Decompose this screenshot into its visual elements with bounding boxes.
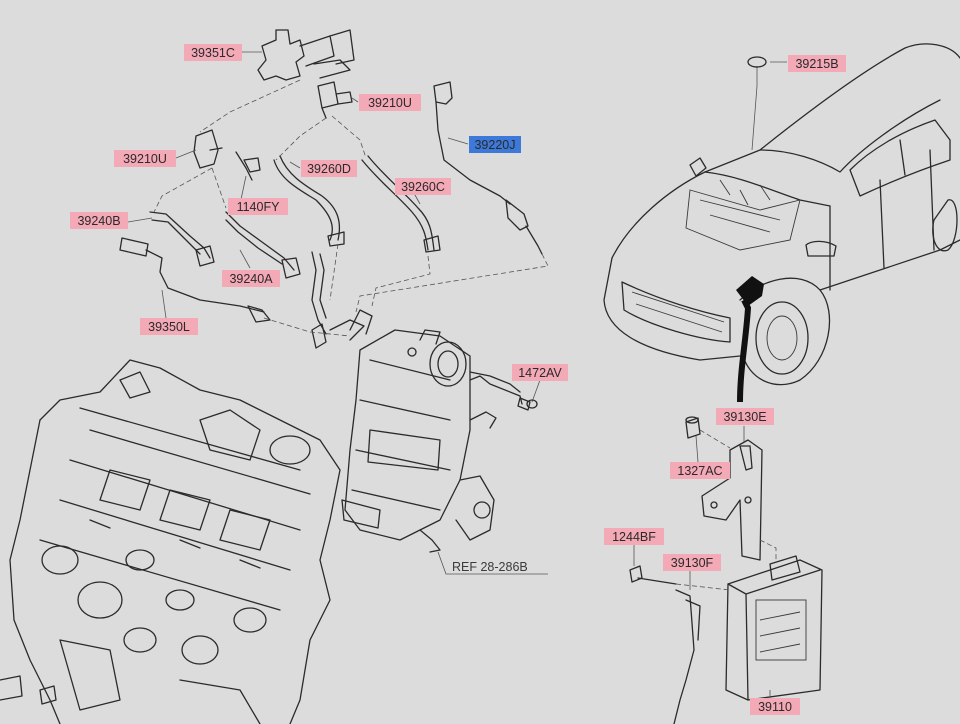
hardware-parts xyxy=(526,56,767,409)
engine-block xyxy=(0,359,341,724)
part-number-text: 39130F xyxy=(671,556,714,570)
part-label-background xyxy=(222,270,280,287)
part-number-text: 39240B xyxy=(77,214,120,228)
part-label-background xyxy=(114,150,176,167)
part-label-background xyxy=(604,528,664,545)
part-number-text: 39110 xyxy=(758,700,792,714)
part-label-39351c[interactable]: 39351C xyxy=(184,44,242,61)
part-label-background xyxy=(359,94,421,111)
part-number-text: 39350L xyxy=(148,320,190,334)
part-label-background xyxy=(663,554,721,571)
reference-label[interactable]: REF 28-286B xyxy=(452,560,528,574)
ecu-assembly xyxy=(629,416,823,724)
part-label-39110[interactable]: 39110 xyxy=(750,698,800,715)
part-number-text: 39220J xyxy=(474,138,515,152)
part-label-39215b[interactable]: 39215B xyxy=(788,55,846,72)
label-leaders xyxy=(127,51,787,700)
part-number-text: 39260C xyxy=(401,180,445,194)
part-number-text: 39210U xyxy=(368,96,412,110)
part-label-background xyxy=(469,136,521,153)
part-label-39130e[interactable]: 39130E xyxy=(716,408,774,425)
part-number-text: 39240A xyxy=(229,272,273,286)
vehicle-drawing xyxy=(603,43,960,403)
part-number-text: 1244BF xyxy=(612,530,656,544)
part-labels: 39351C 39210U 39210U 39220J 39260D 39260C 1140… xyxy=(70,44,846,715)
part-label-39210u-top[interactable]: 39210U xyxy=(359,94,421,111)
part-label-39210u-left[interactable]: 39210U xyxy=(114,150,176,167)
part-label-1244bf[interactable]: 1244BF xyxy=(604,528,664,545)
part-label-background xyxy=(750,698,800,715)
part-label-1472av[interactable]: 1472AV xyxy=(512,364,568,381)
part-label-background xyxy=(512,364,568,381)
part-label-background xyxy=(70,212,128,229)
part-label-background xyxy=(228,198,288,215)
part-label-background xyxy=(140,318,198,335)
part-number-text: 39260D xyxy=(307,162,351,176)
part-label-39240b[interactable]: 39240B xyxy=(70,212,128,229)
part-label-39260d[interactable]: 39260D xyxy=(301,160,357,177)
part-number-text: 39130E xyxy=(723,410,766,424)
catalytic-converter xyxy=(311,309,531,553)
part-label-39130f[interactable]: 39130F xyxy=(663,554,721,571)
part-label-39260c[interactable]: 39260C xyxy=(395,178,451,195)
part-label-39220j[interactable]: 39220J xyxy=(469,136,521,153)
part-number-text: 1472AV xyxy=(518,366,562,380)
part-number-text: 1327AC xyxy=(677,464,722,478)
part-number-text: 39210U xyxy=(123,152,167,166)
part-number-text: 39351C xyxy=(191,46,235,60)
part-number-text: 39215B xyxy=(795,57,838,71)
part-number-text: 1140FY xyxy=(237,200,281,214)
part-label-background xyxy=(395,178,451,195)
sensor-harness xyxy=(119,29,777,591)
part-label-1327ac[interactable]: 1327AC xyxy=(670,462,730,479)
part-label-1140fy[interactable]: 1140FY xyxy=(228,198,288,215)
part-label-background xyxy=(788,55,846,72)
part-label-background xyxy=(716,408,774,425)
part-label-background xyxy=(184,44,242,61)
part-label-39240a[interactable]: 39240A xyxy=(222,270,280,287)
part-label-background xyxy=(301,160,357,177)
part-label-39350l[interactable]: 39350L xyxy=(140,318,198,335)
part-label-background xyxy=(670,462,730,479)
